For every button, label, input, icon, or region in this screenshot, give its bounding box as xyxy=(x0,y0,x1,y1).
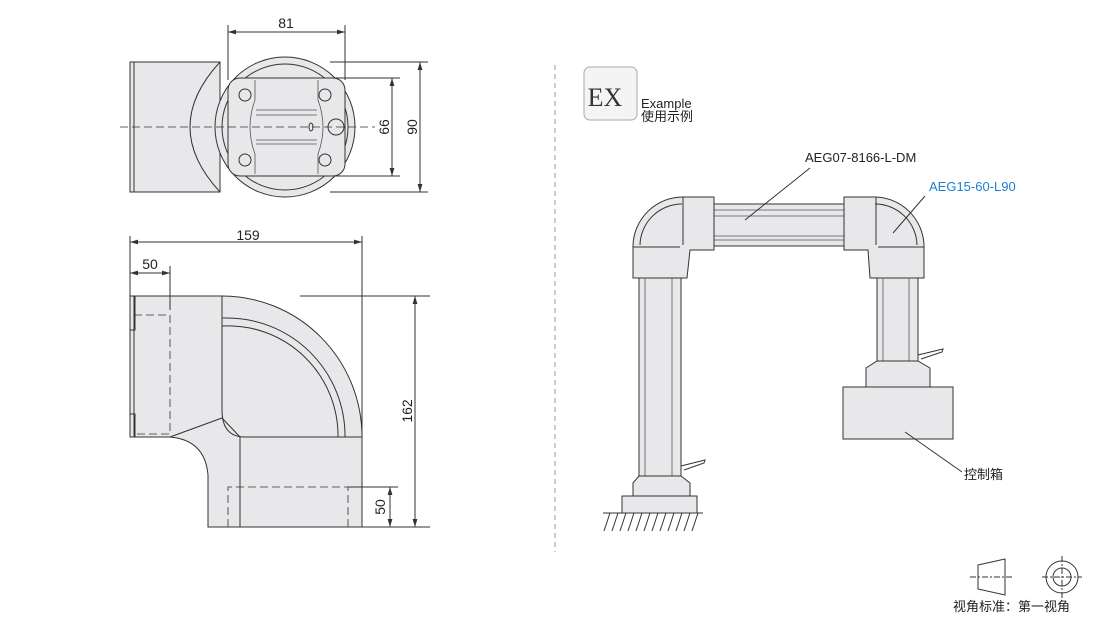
dim-81: 81 xyxy=(278,15,294,31)
top-view: 81 66 90 xyxy=(120,15,428,198)
dim-66: 66 xyxy=(376,119,392,135)
dim-50-top: 50 xyxy=(142,256,158,272)
first-angle-projection-symbol: 视角标准：第一视角 xyxy=(953,556,1082,614)
dim-90: 90 xyxy=(404,119,420,135)
side-view: 159 50 162 50 xyxy=(129,227,430,528)
callout-control-box: 控制箱 xyxy=(964,467,1003,482)
callout-elbow: AEG15-60-L90 xyxy=(929,179,1016,194)
callout-straight-pipe: AEG07-8166-L-DM xyxy=(805,150,916,165)
example-label-cn: 使用示例 xyxy=(641,109,693,124)
ground-hatch xyxy=(603,512,699,532)
dim-162: 162 xyxy=(399,399,415,423)
projection-label: 视角标准：第一视角 xyxy=(953,599,1070,614)
example-badge: EX Example 使用示例 xyxy=(583,66,693,124)
application-example: AEG07-8166-L-DM AEG15-60-L90 控制箱 xyxy=(603,150,1016,532)
ex-icon-text: EX xyxy=(588,83,623,112)
dim-159: 159 xyxy=(236,227,260,243)
example-label-en: Example xyxy=(641,96,692,111)
dim-50-bottom: 50 xyxy=(372,499,388,515)
